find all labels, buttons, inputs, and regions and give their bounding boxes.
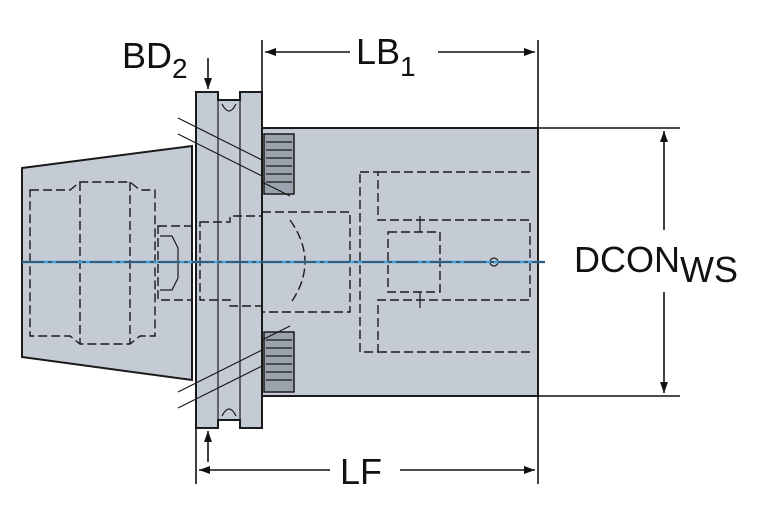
label-lb1: LB1 <box>356 31 416 82</box>
label-lf: LF <box>340 451 382 492</box>
label-bd2: BD2 <box>122 35 188 84</box>
flange <box>177 91 263 429</box>
dimension-lb1 <box>261 40 539 128</box>
dimension-dcon <box>538 127 680 397</box>
knurled-screw-bottom <box>263 331 295 393</box>
dimension-lf <box>195 396 539 484</box>
knurled-screw-top <box>263 133 295 195</box>
label-dcon: DCONWS <box>574 239 738 290</box>
